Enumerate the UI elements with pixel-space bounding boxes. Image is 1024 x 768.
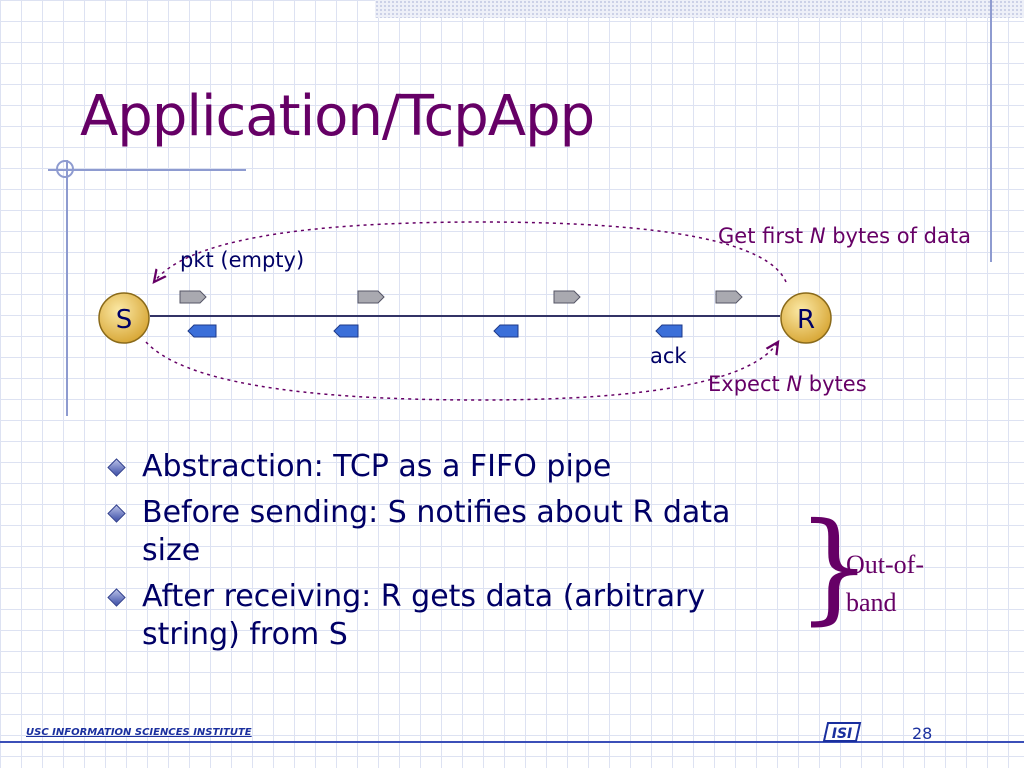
bottom-arc-arrow: [145, 342, 778, 401]
bullet-text: Abstraction: TCP as a FIFO pipe: [142, 449, 612, 484]
data-packet: [357, 290, 385, 304]
receiver-node: R: [780, 292, 832, 344]
diamond-bullet-icon: [107, 504, 126, 523]
decorative-vertical-line-right: [990, 0, 992, 262]
bullet-item: Before sending: S notifies about R data …: [104, 494, 764, 570]
data-packets: [179, 290, 743, 304]
slide-title: Application/TcpApp: [80, 84, 595, 149]
sender-label: S: [116, 305, 133, 335]
ack-packet: [187, 324, 217, 338]
ack-packet: [333, 324, 359, 338]
bullet-item: Abstraction: TCP as a FIFO pipe: [104, 448, 764, 486]
ack-label: ack: [650, 344, 687, 368]
page-number: 28: [912, 724, 933, 743]
out-of-band-note: Out-of-band: [846, 550, 924, 617]
header-texture-band: [375, 0, 1024, 18]
data-packet: [715, 290, 743, 304]
ack-packets: [187, 324, 683, 338]
diamond-bullet-icon: [107, 458, 126, 477]
bullet-list: Abstraction: TCP as a FIFO pipe Before s…: [104, 448, 764, 662]
receiver-label: R: [797, 305, 815, 335]
pkt-empty-label: pkt (empty): [180, 248, 305, 272]
data-packet: [553, 290, 581, 304]
isi-logo-text: ISI: [832, 726, 853, 742]
diamond-bullet-icon: [107, 588, 126, 607]
decorative-vertical-line-left: [66, 160, 68, 416]
title-underline: [48, 169, 246, 171]
ack-packet: [493, 324, 519, 338]
curly-brace: }: [796, 498, 873, 637]
bullet-text: After receiving: R gets data (arbitrary …: [142, 579, 706, 652]
expect-n-bytes-label: Expect N bytes: [708, 372, 867, 396]
footer-organization: USC INFORMATION SCIENCES INSTITUTE: [26, 727, 252, 738]
get-first-n-bytes-label: Get first N bytes of data: [718, 224, 971, 248]
top-arc-arrow: [154, 221, 787, 282]
bullet-text: Before sending: S notifies about R data …: [142, 495, 731, 568]
footer-line: [0, 741, 1024, 743]
sender-node: S: [98, 292, 150, 344]
crosshair-icon: [56, 160, 74, 178]
isi-logo-icon: ISI: [822, 722, 862, 742]
data-packet: [179, 290, 207, 304]
bullet-item: After receiving: R gets data (arbitrary …: [104, 578, 764, 654]
ack-packet: [655, 324, 683, 338]
